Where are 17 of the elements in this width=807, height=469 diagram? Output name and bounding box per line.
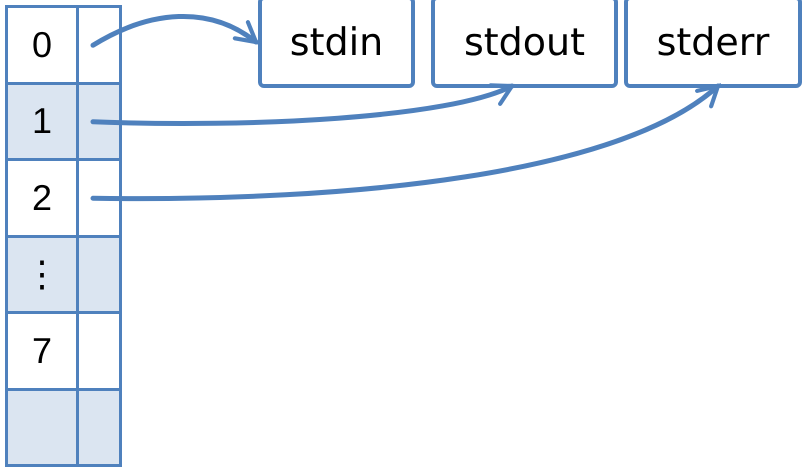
table-row bbox=[5, 311, 122, 390]
stream-name: stderr bbox=[656, 20, 770, 64]
descriptor-number: 2 bbox=[30, 180, 54, 216]
stream-name: stdout bbox=[464, 20, 586, 64]
arrow bbox=[90, 14, 258, 48]
stream-box bbox=[258, 0, 415, 88]
descriptor-number: 7 bbox=[30, 332, 54, 369]
descriptor-number: ⋮ bbox=[23, 256, 61, 292]
stream-box bbox=[624, 0, 802, 88]
descriptor-number: 1 bbox=[30, 103, 54, 140]
table-row bbox=[5, 388, 122, 467]
table-row bbox=[5, 234, 122, 314]
descriptor-number: 0 bbox=[30, 26, 54, 63]
table-row bbox=[5, 5, 122, 84]
stream-name: stdin bbox=[290, 20, 384, 64]
table-row bbox=[5, 158, 122, 238]
stream-box bbox=[431, 0, 618, 88]
